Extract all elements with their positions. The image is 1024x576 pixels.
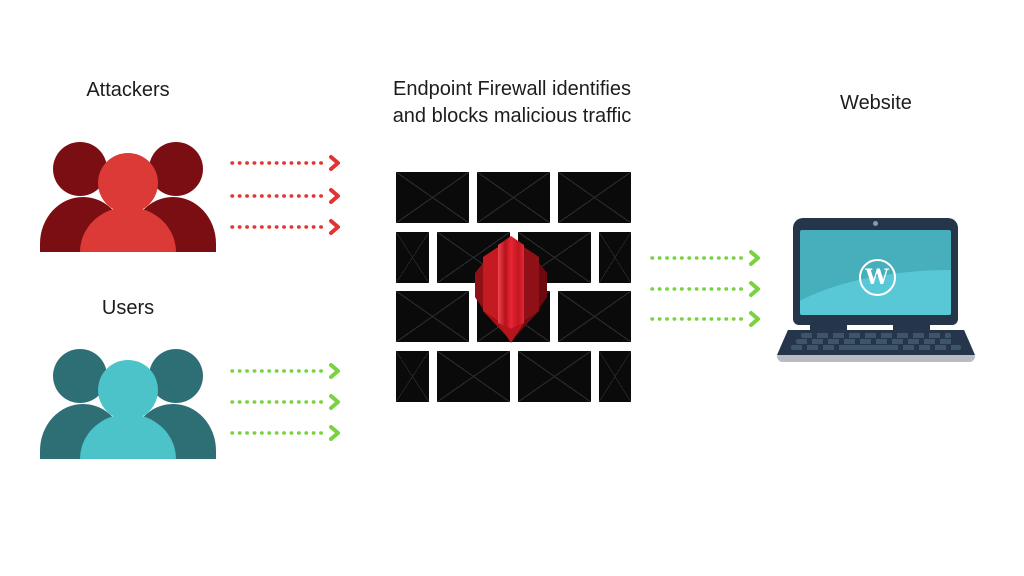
person-icon bbox=[98, 360, 158, 420]
firewall-caption: Endpoint Firewall identifies and blocks … bbox=[362, 76, 662, 130]
firewall-brick bbox=[477, 172, 550, 223]
website-label: Website bbox=[840, 92, 912, 114]
firewall-brick bbox=[518, 350, 591, 402]
wordpress-icon: W bbox=[858, 258, 896, 296]
attackers-label: Attackers bbox=[86, 79, 170, 101]
laptop-lid: W bbox=[793, 218, 958, 325]
laptop-hinge bbox=[893, 324, 930, 334]
user-traffic-arrow-icon bbox=[228, 393, 344, 411]
attack-arrow-icon bbox=[228, 218, 344, 236]
firewall-caption-line2: and blocks malicious traffic bbox=[392, 105, 632, 127]
clean-traffic-arrow-icon bbox=[648, 310, 764, 328]
brick-row bbox=[396, 231, 631, 283]
firewall-brick bbox=[599, 231, 631, 283]
website-laptop-icon: W bbox=[777, 212, 975, 362]
person-icon bbox=[149, 349, 203, 403]
firewall-brick bbox=[437, 350, 510, 402]
firewall-brick bbox=[396, 350, 429, 402]
laptop-base bbox=[777, 355, 975, 362]
firewall-brick bbox=[437, 231, 510, 283]
firewall-brick bbox=[558, 291, 631, 343]
firewall-brick bbox=[599, 350, 631, 402]
attack-arrow-icon bbox=[228, 187, 344, 205]
firewall-shield-gem-icon bbox=[470, 233, 552, 345]
laptop-screen: W bbox=[800, 230, 951, 315]
firewall-caption-line1: Endpoint Firewall identifies bbox=[393, 78, 631, 100]
user-traffic-arrow-icon bbox=[228, 362, 344, 380]
spacebar-key bbox=[848, 345, 892, 350]
wordpress-letter: W bbox=[865, 264, 889, 289]
firewall-brick bbox=[396, 291, 469, 343]
clean-traffic-arrow-icon bbox=[648, 280, 764, 298]
laptop-hinge bbox=[810, 324, 847, 334]
person-icon bbox=[149, 142, 203, 196]
users-group-icon bbox=[40, 345, 216, 459]
attack-arrow-icon bbox=[228, 154, 344, 172]
firewall-brick bbox=[396, 231, 429, 283]
keyboard-row bbox=[796, 339, 956, 344]
webcam-icon bbox=[873, 221, 878, 226]
person-icon bbox=[98, 153, 158, 213]
users-label: Users bbox=[101, 297, 155, 319]
attackers-group-icon bbox=[40, 138, 216, 252]
keyboard-row bbox=[801, 333, 951, 338]
brick-row bbox=[396, 172, 631, 223]
clean-traffic-arrow-icon bbox=[648, 249, 764, 267]
brick-row bbox=[396, 350, 631, 402]
laptop-keyboard bbox=[777, 330, 975, 355]
firewall-brick bbox=[396, 172, 469, 223]
user-traffic-arrow-icon bbox=[228, 424, 344, 442]
firewall-brick bbox=[558, 172, 631, 223]
